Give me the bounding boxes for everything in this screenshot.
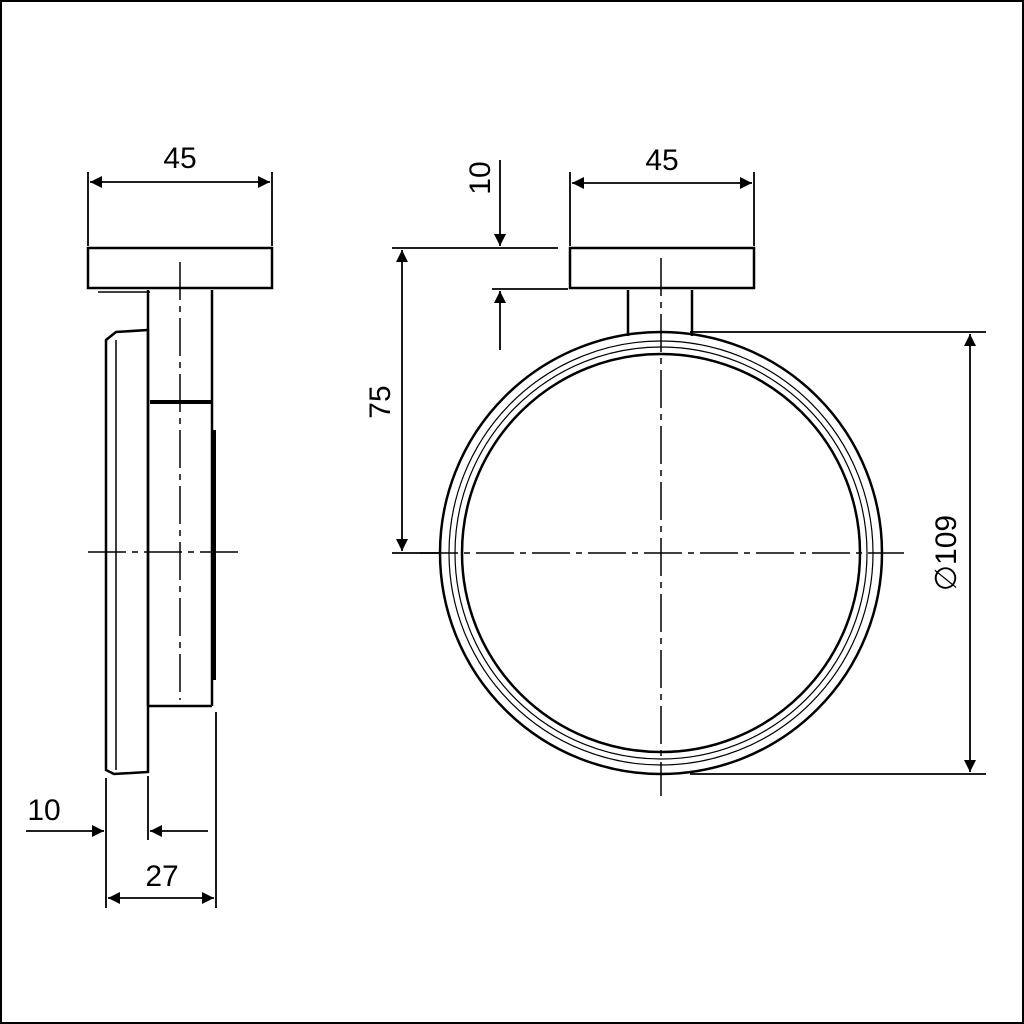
dim-ring-thickness-label: 10 [27, 794, 60, 827]
front-wall-plate [568, 246, 756, 290]
dim-front-width-label: 45 [645, 144, 678, 177]
side-center-lines [88, 262, 240, 700]
dim-ring-thickness [26, 776, 208, 908]
dim-depth-label: 27 [145, 860, 178, 893]
dim-side-width-label: 45 [163, 142, 196, 175]
side-ring-profile [104, 328, 150, 776]
dim-plate-thickness-label: 10 [464, 161, 497, 194]
diameter-value: 109 [930, 515, 963, 565]
dim-center-height-label: 75 [364, 385, 397, 418]
dim-depth [108, 712, 217, 908]
dim-diameter-label: ∅109 [930, 515, 963, 591]
dim-diameter [690, 331, 986, 775]
dim-front-width [569, 172, 755, 246]
dim-plate-thickness [392, 160, 568, 350]
front-center-lines [420, 258, 904, 796]
dim-center-height [392, 250, 440, 554]
dim-side-width [87, 172, 273, 246]
diameter-symbol: ∅ [930, 565, 963, 591]
